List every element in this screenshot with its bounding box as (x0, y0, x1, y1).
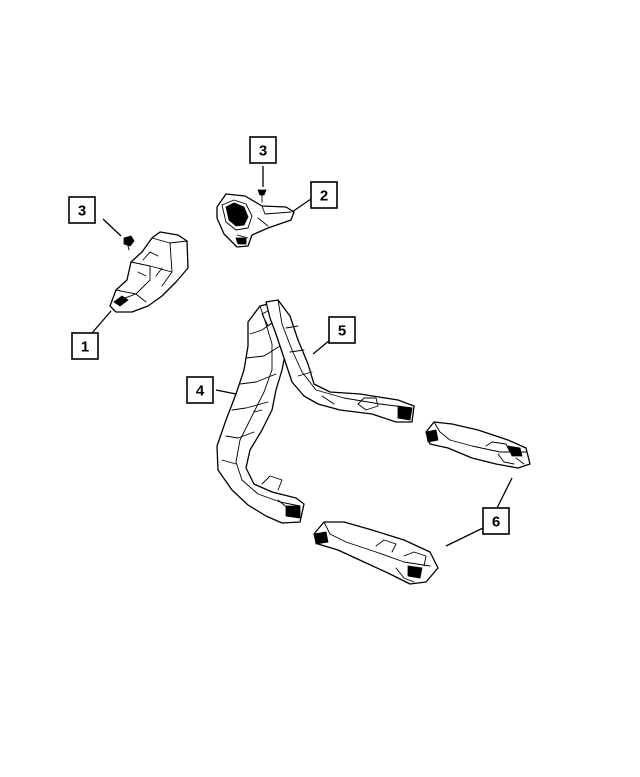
part-3b-clip (257, 189, 267, 203)
part-2-outlet (216, 193, 295, 248)
callout-1-label: 1 (81, 339, 89, 356)
callout-1: 1 (71, 332, 99, 360)
part-5-cross-duct (265, 299, 415, 423)
part-1-duct (109, 231, 189, 313)
part-3a-clip (123, 235, 135, 251)
callout-3a-label: 3 (78, 203, 86, 220)
callout-2: 2 (310, 181, 338, 209)
callout-6: 6 (482, 507, 510, 535)
callout-3a: 3 (68, 196, 96, 224)
leader-6a (496, 477, 513, 509)
callout-2-label: 2 (320, 188, 328, 205)
leader-5 (312, 339, 331, 355)
callout-6-label: 6 (492, 514, 500, 531)
leader-4 (215, 389, 237, 395)
leader-3a (102, 218, 122, 237)
callout-3b-label: 3 (259, 143, 267, 160)
callout-3b: 3 (249, 136, 277, 164)
leader-1 (91, 310, 112, 334)
callout-5: 5 (328, 316, 356, 344)
callout-5-label: 5 (338, 323, 346, 340)
leader-2 (291, 198, 312, 213)
callout-4: 4 (186, 376, 214, 404)
leader-6b (445, 527, 484, 547)
callout-4-label: 4 (196, 383, 205, 400)
part-6b-outlet (313, 521, 439, 585)
leader-lines (91, 166, 513, 547)
part-6a-outlet (425, 421, 531, 469)
